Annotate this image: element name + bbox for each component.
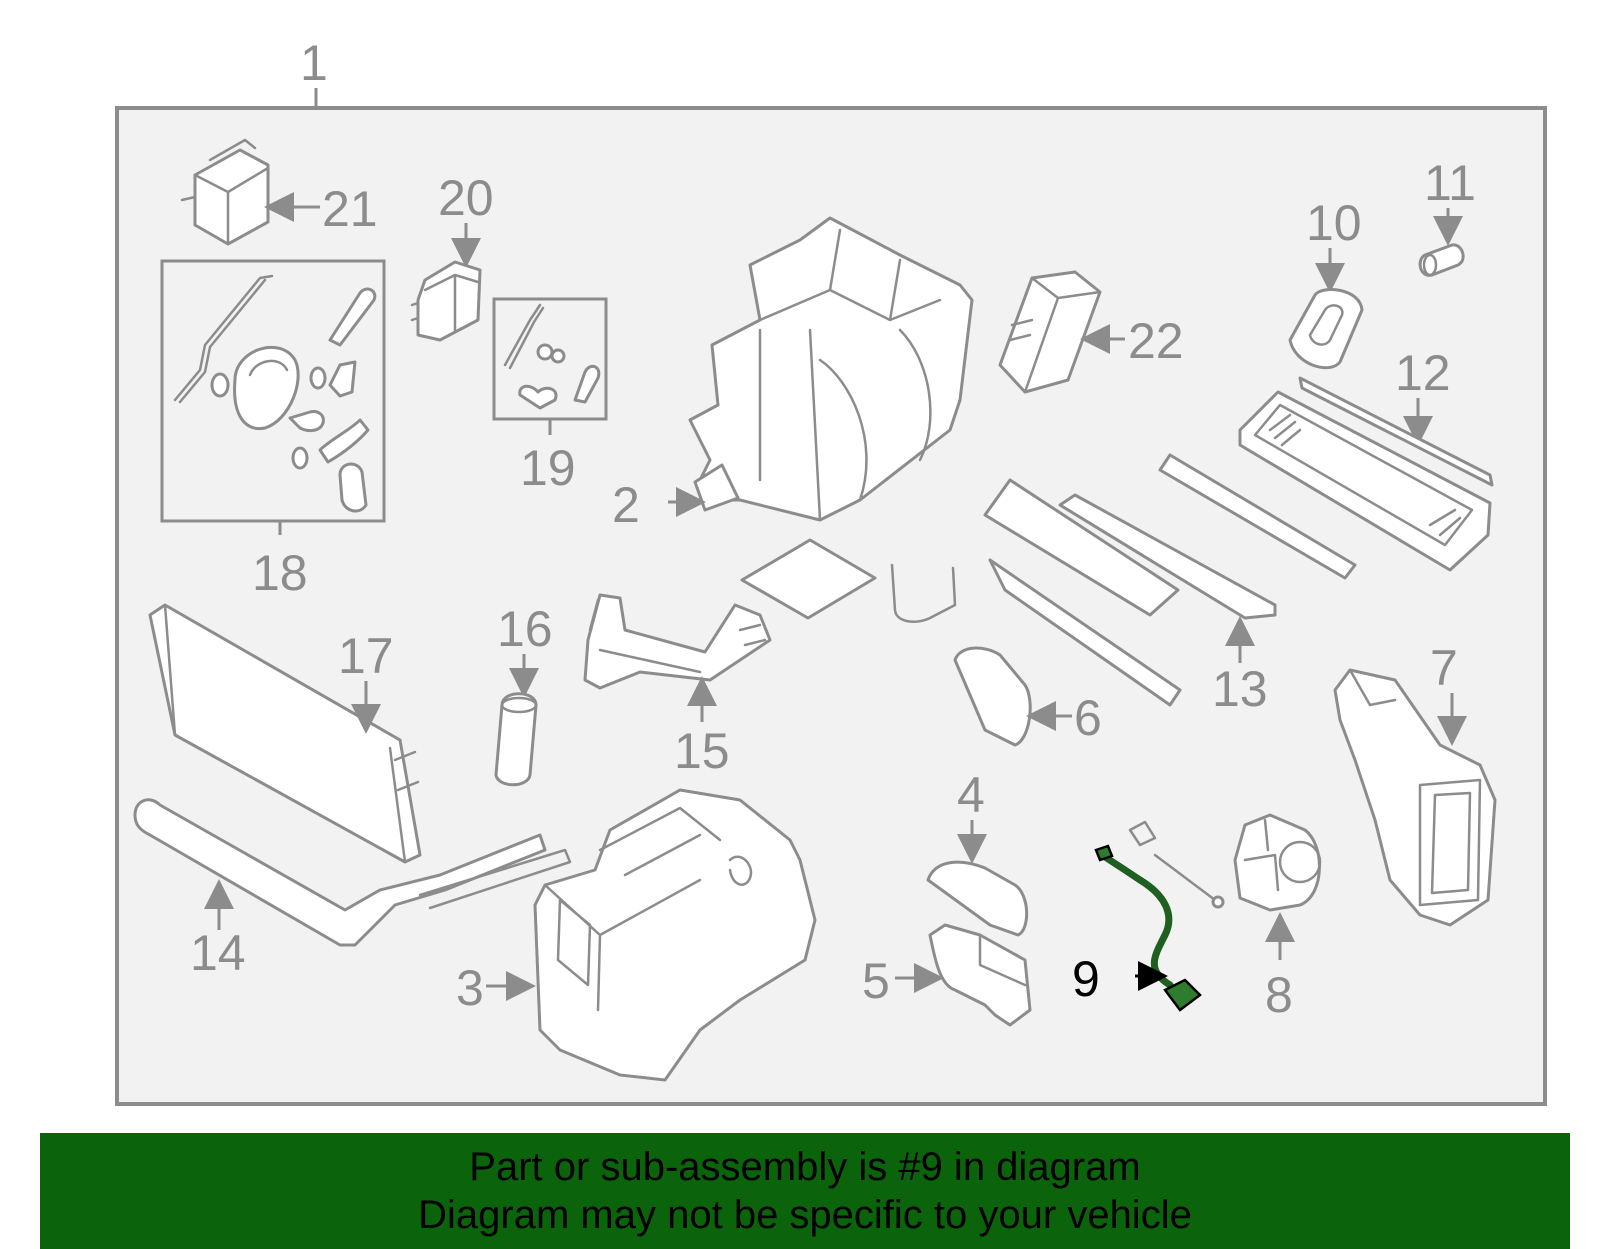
callout-9: 9 <box>1072 951 1100 1007</box>
part-8-motor <box>1233 813 1322 912</box>
callout-5: 5 <box>862 953 890 1009</box>
banner-line-2: Diagram may not be specific to your vehi… <box>418 1193 1192 1237</box>
parts-diagram: 1 21 18 20 19 <box>115 35 1547 1106</box>
callout-12: 12 <box>1395 345 1451 401</box>
callout-10: 10 <box>1306 195 1362 251</box>
part-13-filters <box>983 453 1357 707</box>
callout-17: 17 <box>338 628 394 684</box>
part-18-linkage-kit <box>173 274 377 513</box>
callout-22: 22 <box>1128 313 1184 369</box>
part-18-kit-box <box>160 259 386 523</box>
callout-20: 20 <box>438 170 494 226</box>
callout-8: 8 <box>1265 967 1293 1023</box>
part-22-module <box>998 270 1102 394</box>
info-banner: Part or sub-assembly is #9 in diagram Di… <box>40 1133 1570 1249</box>
callout-3: 3 <box>456 960 484 1016</box>
part-3-case <box>533 788 817 1082</box>
part-21-actuator <box>180 138 282 246</box>
part-19-linkage-kit <box>503 303 601 410</box>
callout-4: 4 <box>957 767 985 823</box>
callout-6: 6 <box>1074 690 1102 746</box>
part-12-filter-housing <box>1238 376 1494 572</box>
gasket <box>740 538 957 623</box>
callout-11: 11 <box>1424 155 1476 211</box>
callout-21: 21 <box>322 181 378 237</box>
callout-19: 19 <box>520 440 576 496</box>
callout-7: 7 <box>1430 640 1458 696</box>
part-2-case <box>688 216 974 522</box>
part-20-actuator <box>410 260 482 342</box>
part-6-pad <box>953 646 1032 747</box>
part-17-core <box>148 603 422 864</box>
part-16-cylinder <box>494 692 538 787</box>
part-4-cover <box>926 860 1029 937</box>
part-11-plug <box>1418 243 1465 277</box>
part-15-pipes <box>583 593 772 690</box>
callout-15: 15 <box>674 723 730 779</box>
callout-2: 2 <box>612 477 640 533</box>
banner-line-1: Part or sub-assembly is #9 in diagram <box>469 1145 1141 1189</box>
part-10-seal <box>1288 288 1364 370</box>
part-7-duct <box>1333 668 1497 927</box>
part-14-pipe <box>133 798 572 947</box>
callout-1: 1 <box>300 35 328 91</box>
callout-14: 14 <box>190 925 246 981</box>
part-5-cover <box>928 923 1032 1027</box>
callout-18: 18 <box>252 545 308 601</box>
callout-13: 13 <box>1212 661 1268 717</box>
callout-16: 16 <box>497 601 553 657</box>
